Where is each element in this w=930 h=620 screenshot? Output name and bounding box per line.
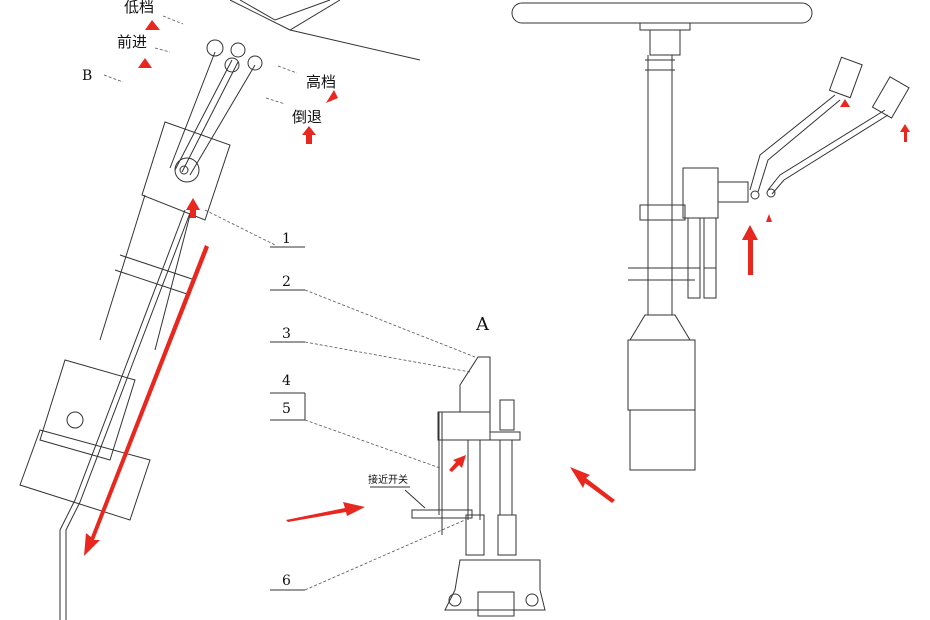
view-b-label: B: [82, 68, 92, 84]
arrow-up-icon: [326, 90, 338, 103]
reverse-label: 倒退: [292, 108, 322, 126]
arrow-up-right-icon: [449, 455, 466, 472]
low-gear-label: 低档: [124, 0, 154, 16]
callout-1: 1: [282, 231, 291, 247]
arrow-up-icon: [742, 225, 758, 275]
view-a-label: A: [475, 314, 490, 335]
proximity-switch-label: 接近开关: [368, 473, 408, 486]
callout-3: 3: [282, 326, 291, 342]
arrow-up-icon: [766, 214, 772, 222]
arrow-up-icon: [302, 126, 316, 144]
right-steering-assembly: [511, 2, 910, 471]
arrow-up-icon: [186, 198, 200, 218]
high-gear-label: 高档: [306, 73, 336, 91]
red-arrows: [84, 20, 910, 556]
arrow-up-icon: [138, 58, 152, 68]
left-column-assembly: [19, 0, 421, 620]
callout-2: 2: [282, 274, 291, 290]
arrow-up-icon: [900, 124, 910, 142]
callouts: 1 2 3 4 5 6: [270, 231, 476, 591]
callout-6: 6: [282, 573, 291, 589]
arrow-up-left-icon: [570, 467, 615, 503]
callout-5: 5: [282, 401, 291, 417]
forward-label: 前进: [117, 33, 147, 51]
arrow-down-left-icon: [84, 245, 209, 556]
arrow-up-icon: [145, 20, 160, 30]
callout-4: 4: [282, 373, 291, 389]
arrow-right-icon: [286, 502, 365, 522]
view-a-assembly: 接近开关: [368, 356, 546, 617]
arrow-up-icon: [840, 99, 850, 107]
